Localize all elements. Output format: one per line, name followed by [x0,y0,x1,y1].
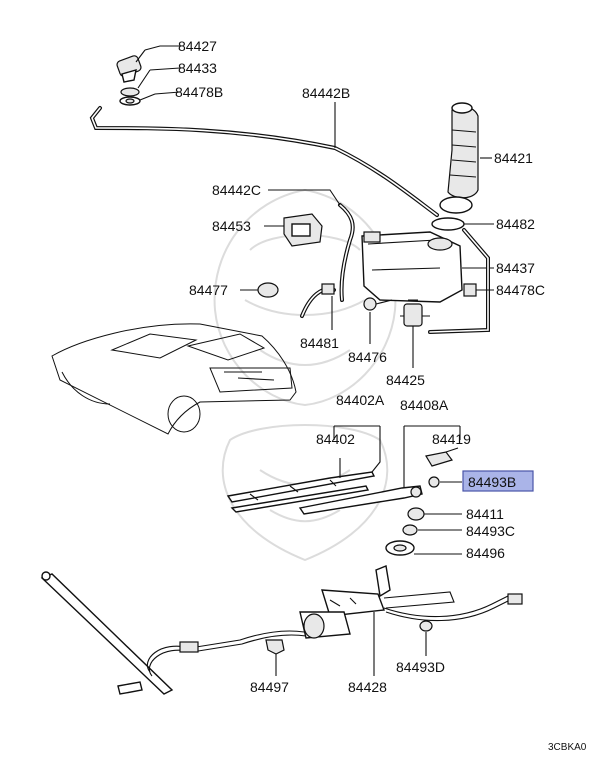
label-84493C[interactable]: 84493C [466,523,515,539]
label-84477[interactable]: 84477 [189,282,228,298]
connector-84481[interactable] [300,283,336,318]
label-84402A[interactable]: 84402A [336,392,385,408]
hose-84442C[interactable] [338,203,355,302]
bracket-84453[interactable] [283,213,323,247]
label-84421[interactable]: 84421 [494,150,533,166]
nozzle-84427[interactable] [116,55,142,83]
cap-84419[interactable] [425,451,453,467]
pump-84425[interactable] [400,299,430,327]
clip-84478C[interactable] [463,283,477,297]
wiper-blade-84402[interactable] [226,471,376,513]
cap-84477[interactable] [257,282,279,298]
label-84437[interactable]: 84437 [496,260,535,276]
label-84402[interactable]: 84402 [316,431,355,447]
label-84476[interactable]: 84476 [348,349,387,365]
nut-84493B[interactable] [428,476,440,488]
wiper-motor-84428[interactable] [299,565,455,639]
label-84442C[interactable]: 84442C [212,182,261,198]
label-84453[interactable]: 84453 [212,218,251,234]
label-84408A[interactable]: 84408A [400,397,449,413]
label-84428[interactable]: 84428 [348,679,387,695]
car-illustration [51,323,297,435]
nut-84493C[interactable] [402,524,418,536]
grommet-84496[interactable] [385,540,415,556]
clip-84478B[interactable] [119,96,141,106]
label-84427[interactable]: 84427 [178,38,217,54]
label-84442B[interactable]: 84442B [302,85,350,101]
grommet-84433[interactable] [120,87,140,97]
diagram-code: 3CBKA0 [548,742,587,753]
ring-84482[interactable] [431,217,465,231]
wiper-arm-84408A[interactable] [298,485,423,515]
label-84493B[interactable]: 84493B [468,474,516,490]
washer-tank-84437[interactable] [361,231,463,303]
nut-84493D[interactable] [419,620,433,632]
seal-84411[interactable] [407,507,425,521]
label-84478C[interactable]: 84478C [496,282,545,298]
label-84482[interactable]: 84482 [496,216,535,232]
filler-neck-84421[interactable] [439,102,479,214]
label-84497[interactable]: 84497 [250,679,289,695]
label-84411[interactable]: 84411 [466,506,504,522]
label-84478B[interactable]: 84478B [175,84,223,100]
label-84493D[interactable]: 84493D [396,659,445,675]
highlight-box [462,470,534,492]
wiring-harness [147,593,523,677]
label-84425[interactable]: 84425 [386,372,425,388]
label-84496[interactable]: 84496 [466,545,505,561]
clip-84497[interactable] [265,639,285,655]
label-84419[interactable]: 84419 [432,431,471,447]
bolt-84476[interactable] [363,297,393,311]
linkage-rod [40,571,174,695]
hose-84442B[interactable] [89,106,439,217]
label-84433[interactable]: 84433 [178,60,217,76]
label-84481[interactable]: 84481 [300,335,339,351]
